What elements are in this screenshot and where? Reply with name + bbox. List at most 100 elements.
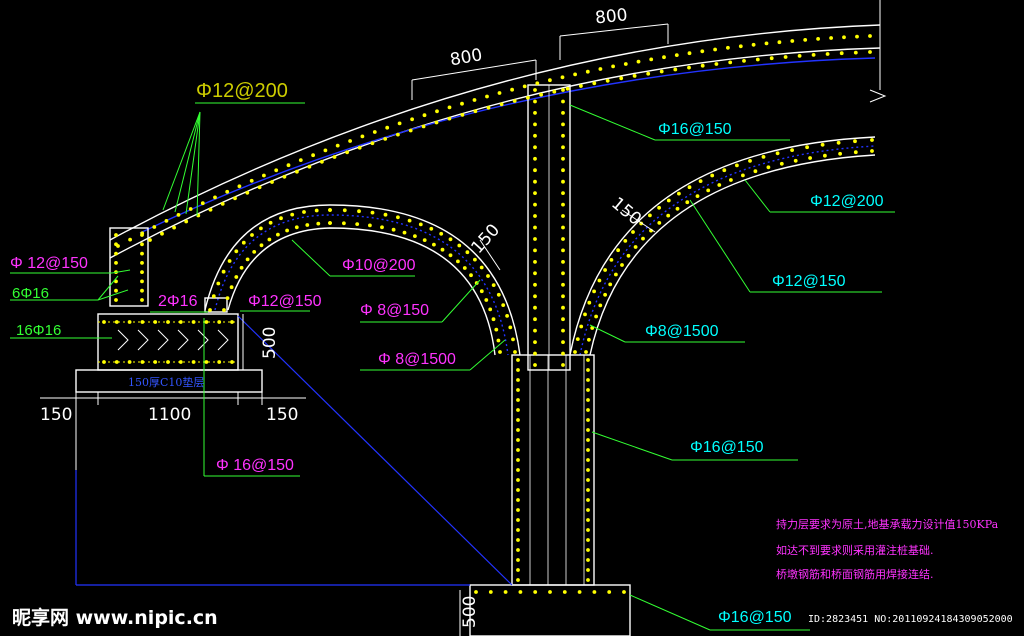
rebar-dot — [735, 163, 739, 168]
label-bottom-16-150: Φ16@150 — [718, 609, 792, 626]
rebar-dot — [586, 358, 590, 362]
rebar-dot — [535, 81, 540, 86]
rebar-dot — [603, 292, 607, 297]
rebar-dot — [204, 320, 209, 324]
rebar-dot — [561, 351, 565, 356]
rebar-dot — [533, 214, 537, 218]
rebar-dot — [472, 98, 477, 102]
rebar-dot — [623, 62, 628, 66]
rebar-dot — [516, 388, 520, 392]
rebar-dot — [286, 163, 291, 168]
rebar-dot — [766, 165, 771, 170]
label-mid-2-16: 2Φ16 — [158, 293, 198, 310]
rebar-dot — [608, 282, 613, 287]
rebar-dot — [586, 438, 590, 442]
rebar-dot — [172, 225, 177, 230]
rebar-dot — [586, 388, 590, 392]
rebar-dot — [211, 294, 216, 299]
rebar-dot — [418, 222, 423, 227]
rebar-dot — [548, 590, 552, 594]
rebar-dot — [501, 303, 506, 307]
rebar-dot — [714, 62, 719, 66]
rebar-dot — [583, 312, 587, 317]
rebar-dot — [609, 258, 614, 262]
rebar-dot — [335, 143, 340, 148]
rebar-dot — [473, 257, 477, 262]
pier — [469, 354, 631, 636]
rebar-dot — [114, 360, 119, 364]
rebar-dot — [586, 528, 590, 532]
rebar-dot — [592, 590, 597, 594]
rebar-dot — [276, 232, 280, 237]
rebar-dot — [518, 590, 523, 594]
rebar-dot — [586, 478, 590, 482]
rebar-dot — [533, 122, 537, 127]
rebar-dot — [516, 428, 520, 432]
rebar-dot — [267, 237, 272, 242]
rebar-dot — [533, 191, 537, 196]
rebar-dot — [674, 53, 679, 57]
rebar-dot — [140, 360, 145, 364]
rebar-dot — [429, 226, 434, 231]
rebar-dot — [225, 296, 230, 300]
rebar-dot — [217, 360, 222, 364]
rebar-dot — [533, 248, 537, 253]
rebar-dot — [456, 259, 460, 264]
rebar-dot — [677, 191, 681, 196]
rebar-dot — [213, 195, 217, 200]
rebar-dot — [422, 238, 427, 243]
rebar-dot — [355, 222, 360, 227]
rebar-dot — [641, 236, 645, 241]
rebar-dot — [533, 590, 538, 594]
rebar-dot — [539, 92, 543, 97]
dim-top-left: 800 — [448, 45, 483, 70]
rebar-dot — [360, 134, 365, 139]
rebar-dot — [250, 233, 254, 237]
rebar-dot — [396, 215, 400, 220]
rebar-dot — [592, 81, 597, 86]
rebar-dot — [114, 279, 118, 284]
rebar-dot — [793, 158, 798, 163]
rebar-dot — [410, 117, 414, 122]
rebar-dot — [516, 398, 520, 402]
rebar-dot — [700, 63, 705, 68]
rebar-dot — [457, 243, 462, 248]
rebar-dot — [533, 145, 537, 150]
rebar-dot — [597, 278, 602, 283]
rebar-dot — [853, 139, 857, 144]
rebar-dot — [594, 314, 598, 319]
rebar-dot — [561, 363, 565, 367]
rebar-dot — [586, 548, 590, 552]
rebar-dot — [533, 202, 537, 207]
rebar-dot — [561, 156, 565, 161]
rebar-dot — [128, 237, 133, 242]
dimension-lines — [40, 23, 669, 636]
rebar-dot — [783, 55, 788, 59]
rebar-dot — [607, 590, 612, 594]
rebar-dot — [469, 273, 473, 278]
rebar-dot — [102, 320, 106, 324]
rebar-dot — [561, 133, 565, 138]
rebar-dot — [853, 50, 858, 55]
label-left-16-16: 16Φ16 — [16, 322, 61, 339]
rebar-dot — [623, 239, 628, 243]
rebar-dot — [790, 39, 795, 43]
rebar-dot — [775, 151, 780, 156]
note-line-3: 桥墩钢筋和桥面钢筋用焊接连结. — [776, 567, 934, 581]
rebar-dot — [294, 225, 299, 230]
rebar-dot — [586, 448, 590, 452]
rebar-dot — [432, 242, 436, 247]
rebar-dot — [516, 468, 520, 472]
rebar-dot — [533, 168, 537, 173]
rebar-dot — [561, 294, 565, 299]
rebar-dot — [496, 292, 501, 297]
rebar-dot — [332, 155, 337, 159]
rebar-dot — [586, 418, 590, 422]
rebar-dot — [516, 448, 520, 452]
rebar-dot — [657, 221, 662, 225]
rebar-dot — [820, 142, 825, 147]
rebar-dot — [561, 237, 565, 241]
rebar-dot — [447, 105, 452, 110]
rebar-dot — [496, 338, 501, 343]
rebar-dot — [245, 190, 250, 195]
